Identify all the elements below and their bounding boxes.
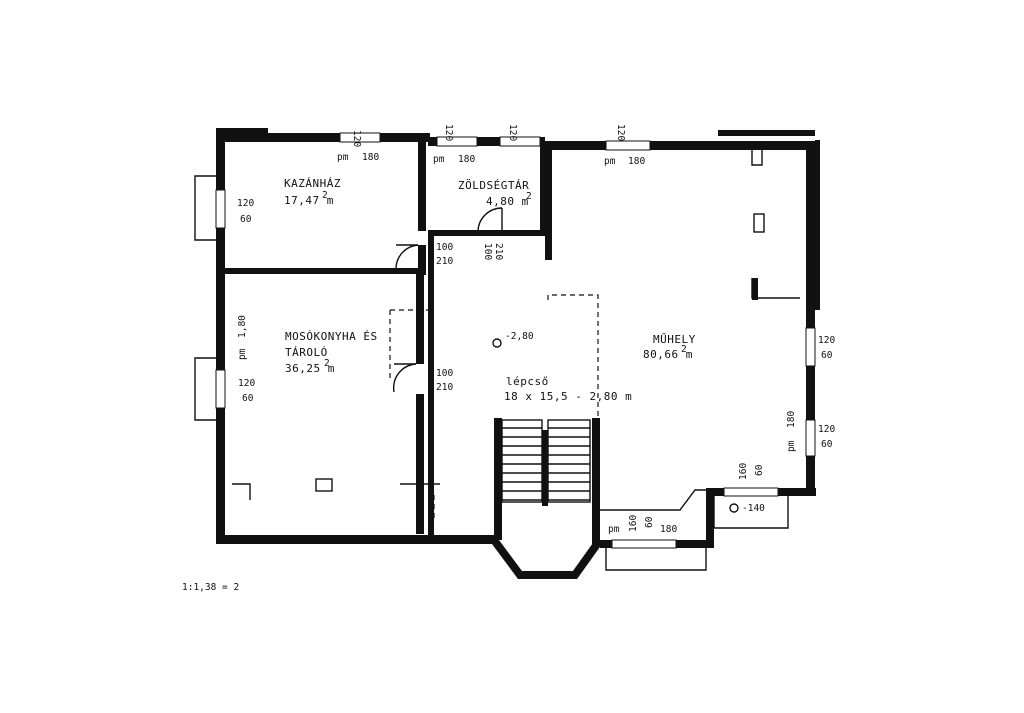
window-label-bottom-1: pm 160 60 180 [608,515,677,535]
svg-text:210: 210 [436,256,453,267]
svg-text:120: 120 [443,124,454,141]
svg-text:120: 120 [818,335,835,346]
room-name: MŰHELY [653,332,696,346]
svg-text:120: 120 [238,378,255,389]
svg-text:-2,80: -2,80 [505,331,534,342]
svg-text:-140: -140 [742,503,765,514]
svg-text:100: 100 [436,368,453,379]
svg-text:180: 180 [786,411,797,428]
window-label-top-4: pm 180 120 [604,124,645,167]
window-label-top-3: 120 [507,124,518,141]
door-label-2: 100 210 [436,368,453,393]
svg-text:180: 180 [458,154,475,165]
svg-text:120: 120 [237,198,254,209]
svg-text:210: 210 [493,243,504,260]
window-marks [215,132,816,549]
area-exponent: 2 [681,344,687,355]
window-label-top-2: pm 180 120 [433,124,475,165]
area-exponent: 2 [526,191,532,202]
stair-spec: 18 x 15,5 - 2,80 m [504,390,632,403]
svg-text:180: 180 [628,156,645,167]
svg-text:160: 160 [738,463,749,480]
svg-text:1,80: 1,80 [237,315,248,338]
overhead-lines [389,294,599,520]
room-area: 17,47 m [284,194,334,207]
svg-text:100: 100 [482,243,493,260]
svg-text:120: 120 [507,124,518,141]
room-muhely: MŰHELY 80,66 m 2 [643,332,696,361]
inner-walls [225,141,800,544]
svg-text:180: 180 [660,524,677,535]
level-marker-center: -2,80 [492,331,534,348]
window-label-right-2: pm 180 120 60 [786,411,835,452]
door-label-3: 100 210 [482,243,504,260]
svg-text:210: 210 [436,382,453,393]
svg-text:60: 60 [821,439,833,450]
room-name: ZÖLDSÉGTÁR [458,179,529,192]
room-area: 36,25 m [285,362,335,375]
svg-text:60: 60 [240,214,252,225]
svg-text:60: 60 [242,393,254,404]
window-label-left-1: 120 60 [237,198,254,225]
room-name: lépcső [506,375,549,388]
svg-text:pm: pm [786,440,797,452]
area-exponent: 2 [324,358,330,369]
window-label-right-1: 120 60 [818,335,835,361]
svg-text:60: 60 [821,350,833,361]
svg-text:180: 180 [362,152,379,163]
level-marker-annex: -140 [729,503,765,514]
svg-text:pm: pm [237,348,248,360]
svg-text:60: 60 [644,516,655,528]
room-area: 80,66 m [643,348,693,361]
room-mosokonyha: MOSÓKONYHA ÉS TÁROLÓ 36,25 m 2 [285,330,378,375]
svg-text:120: 120 [818,424,835,435]
svg-text:120: 120 [351,130,362,147]
staircase [501,419,591,506]
room-name-line1: MOSÓKONYHA ÉS [285,330,378,343]
room-name-line2: TÁROLÓ [285,346,328,359]
scale-note: 1:1,38 = 2 [182,582,239,593]
room-zoldsegtar: ZÖLDSÉGTÁR 4,80 m 2 [458,179,532,208]
area-exponent: 2 [322,190,328,201]
svg-text:60: 60 [754,464,765,476]
window-label-left-2: pm 1,80 120 60 [237,315,255,404]
room-lepcso: lépcső 18 x 15,5 - 2,80 m [504,375,632,403]
svg-text:120: 120 [615,124,626,141]
svg-text:pm: pm [604,156,616,167]
svg-text:pm: pm [433,154,445,165]
window-label-top-1: pm 180 120 [337,130,379,163]
room-name: KAZÁNHÁZ [284,177,341,190]
svg-text:100: 100 [436,242,453,253]
room-area: 4,80 m [486,195,529,208]
svg-text:160: 160 [628,515,639,532]
svg-text:pm: pm [608,524,620,535]
svg-text:pm: pm [337,152,349,163]
doors [392,207,503,393]
room-kazanhaz: KAZÁNHÁZ 17,47 m 2 [284,177,341,207]
window-label-right-3: 160 60 [738,463,765,480]
door-label-1: 100 210 [436,242,453,267]
